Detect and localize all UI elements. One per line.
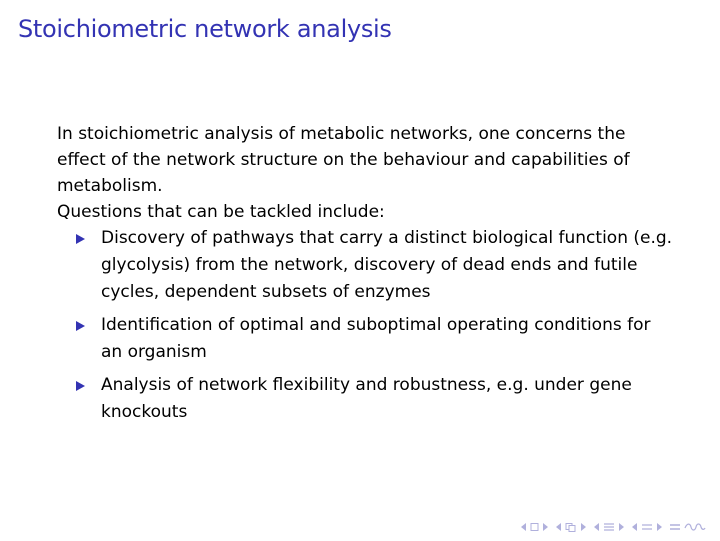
triangle-bullet-icon bbox=[76, 381, 85, 391]
list-item-text: Discovery of pathways that carry a disti… bbox=[101, 228, 673, 302]
list-item: Analysis of network flexibility and robu… bbox=[57, 372, 677, 426]
triangle-bullet-icon bbox=[76, 234, 85, 244]
nav-tools-group bbox=[669, 522, 706, 532]
nav-subsection-icon[interactable] bbox=[565, 522, 577, 532]
nav-align-icon[interactable] bbox=[669, 522, 681, 532]
nav-section-group bbox=[593, 522, 625, 532]
slide-body: In stoichiometric analysis of metabolic … bbox=[57, 121, 677, 432]
list-item: Identification of optimal and suboptimal… bbox=[57, 312, 677, 366]
nav-section-icon[interactable] bbox=[603, 522, 615, 532]
nav-prev-frame-icon[interactable] bbox=[520, 522, 527, 532]
list-item-text: Analysis of network flexibility and robu… bbox=[101, 375, 632, 422]
triangle-bullet-icon bbox=[76, 321, 85, 331]
intro-paragraph: In stoichiometric analysis of metabolic … bbox=[57, 124, 630, 196]
nav-next-subsection-icon[interactable] bbox=[580, 522, 587, 532]
nav-prev-slide-icon[interactable] bbox=[631, 522, 638, 532]
list-item: Discovery of pathways that carry a disti… bbox=[57, 225, 677, 306]
navigation-bar bbox=[520, 521, 706, 533]
nav-next-slide-icon[interactable] bbox=[656, 522, 663, 532]
questions-lead: Questions that can be tackled include: bbox=[57, 202, 385, 222]
nav-prev-section-icon[interactable] bbox=[593, 522, 600, 532]
nav-subsection-group bbox=[555, 522, 587, 532]
list-item-text: Identification of optimal and suboptimal… bbox=[101, 315, 651, 362]
question-list: Discovery of pathways that carry a disti… bbox=[57, 225, 677, 426]
nav-next-frame-icon[interactable] bbox=[542, 522, 549, 532]
nav-frame-group bbox=[520, 522, 549, 532]
slide-title: Stoichiometric network analysis bbox=[18, 15, 392, 43]
nav-prev-subsection-icon[interactable] bbox=[555, 522, 562, 532]
nav-next-section-icon[interactable] bbox=[618, 522, 625, 532]
nav-frame-icon[interactable] bbox=[530, 522, 539, 532]
nav-search-icon[interactable] bbox=[684, 522, 706, 532]
nav-slide-group bbox=[631, 522, 663, 532]
nav-slide-icon[interactable] bbox=[641, 522, 653, 532]
